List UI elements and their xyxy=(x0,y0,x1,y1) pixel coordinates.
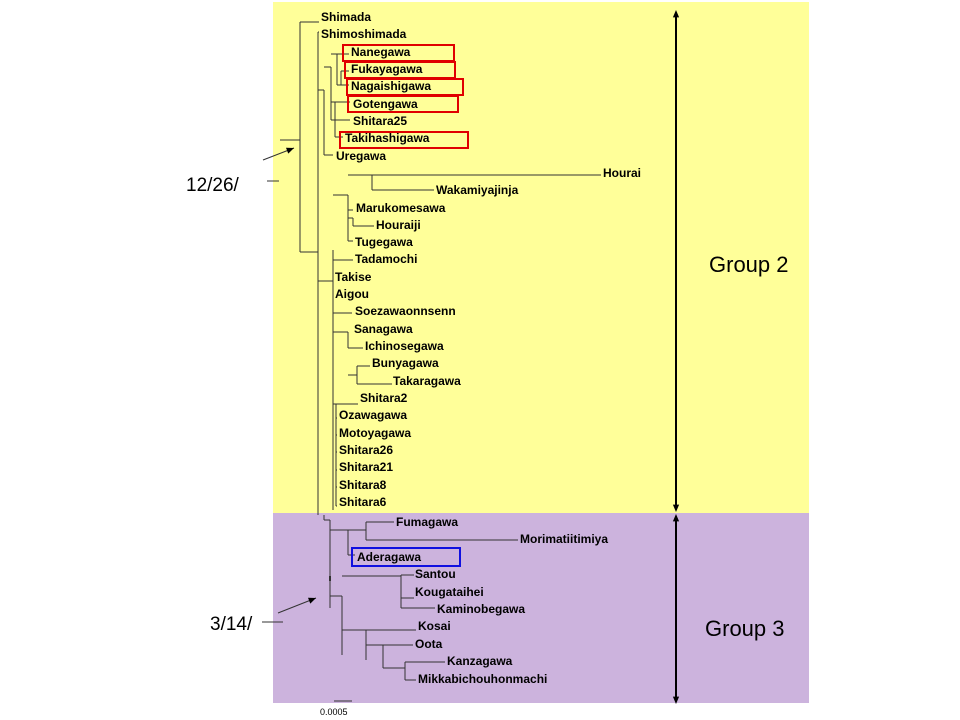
leaf-ichinosegawa: Ichinosegawa xyxy=(365,339,444,354)
leaf-tadamochi: Tadamochi xyxy=(355,252,418,267)
leaf-aderagawa: Aderagawa xyxy=(357,549,422,564)
leaf-shitara25: Shitara25 xyxy=(353,113,408,128)
leaf-oota: Oota xyxy=(415,636,443,651)
leaf-soezawaonnsenn: Soezawaonnsenn xyxy=(355,304,456,319)
leaf-nagaishigawa: Nagaishigawa xyxy=(351,79,432,94)
leaf-sanagawa: Sanagawa xyxy=(354,321,413,336)
highlight-box-nanegawa xyxy=(342,44,455,62)
leaf-mikkabichouhonmachi: Mikkabichouhonmachi xyxy=(418,671,548,686)
leaf-fumagawa: Fumagawa xyxy=(396,515,459,529)
double-headed-arrow-icon xyxy=(672,504,680,512)
leaf-shitara26: Shitara26 xyxy=(339,443,394,457)
leaf-kosai: Kosai xyxy=(418,619,451,634)
highlight-box-takihashigawa xyxy=(339,131,469,149)
group-2-label: Group 2 xyxy=(709,252,789,277)
highlight-box-nagaishigawa xyxy=(346,78,464,96)
leaf-kaminobegawa: Kaminobegawa xyxy=(437,602,526,616)
leaf-bunyagawa: Bunyagawa xyxy=(372,356,439,371)
leaf-marukomesawa: Marukomesawa xyxy=(356,200,446,215)
leaf-takaragawa: Takaragawa xyxy=(393,373,461,388)
double-headed-arrow-icon xyxy=(672,10,680,18)
leaf-shitara8: Shitara8 xyxy=(339,477,387,492)
leaf-fukayagawa: Fukayagawa xyxy=(351,61,423,76)
node-date-upper: 12/26/ xyxy=(186,175,239,196)
leaf-uregawa: Uregawa xyxy=(336,148,387,163)
leaf-gotengawa: Gotengawa xyxy=(353,96,418,111)
highlight-box-gotengawa xyxy=(347,95,459,113)
leaf-shitara21: Shitara21 xyxy=(339,460,394,475)
leaf-shimoshimada: Shimoshimada xyxy=(321,27,407,42)
arrow-icon xyxy=(308,597,316,604)
leaf-aigou: Aigou xyxy=(335,287,369,302)
leaf-tugegawa: Tugegawa xyxy=(355,235,413,250)
leaf-houraiji: Houraiji xyxy=(376,217,421,232)
leaf-shitara6: Shitara6 xyxy=(339,494,387,509)
group-3-band xyxy=(273,513,809,703)
leaf-takihashigawa: Takihashigawa xyxy=(345,131,430,146)
double-headed-arrow-icon xyxy=(672,696,680,704)
leaf-santou: Santou xyxy=(415,567,456,582)
leaf-hourai: Hourai xyxy=(603,165,642,180)
leaf-morimatiitimiya: Morimatiitimiya xyxy=(520,532,609,547)
highlight-box-aderagawa xyxy=(351,547,461,567)
highlight-box-fukayagawa xyxy=(344,61,456,79)
arrow-icon xyxy=(286,147,294,154)
leaf-wakamiyajinja: Wakamiyajinja xyxy=(436,183,519,198)
leaf-shimada: Shimada xyxy=(321,10,372,24)
group-3-label: Group 3 xyxy=(705,616,785,641)
leaf-motoyagawa: Motoyagawa xyxy=(339,425,412,440)
leaf-nanegawa: Nanegawa xyxy=(351,44,411,59)
leaf-kanzagawa: Kanzagawa xyxy=(447,654,513,669)
leaf-shitara2: Shitara2 xyxy=(360,391,408,406)
scale-bar-label: 0.0005 xyxy=(320,707,348,717)
double-headed-arrow-icon xyxy=(672,514,680,522)
leaf-takise: Takise xyxy=(335,269,372,284)
group-2-band xyxy=(273,2,809,513)
leaf-ozawagawa: Ozawagawa xyxy=(339,408,408,423)
leaf-kougataihei: Kougataihei xyxy=(415,584,484,599)
node-date-lower: 3/14/ xyxy=(210,614,253,635)
